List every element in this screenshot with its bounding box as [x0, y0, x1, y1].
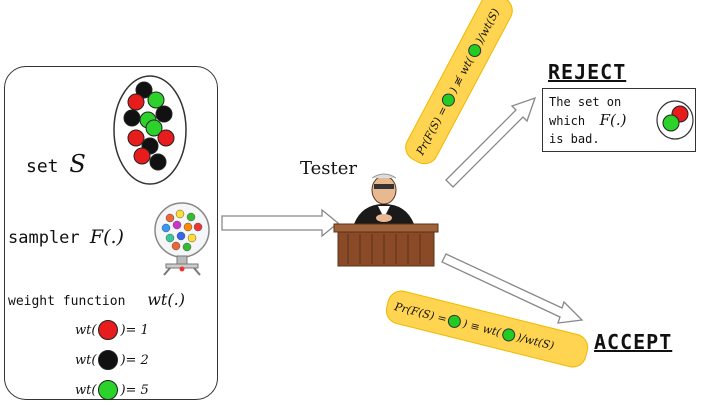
- ball-red: [127, 93, 145, 111]
- accept-heading: ACCEPT: [594, 330, 673, 354]
- set-ellipse: [113, 75, 187, 185]
- ball-black: [149, 153, 167, 171]
- arrow-to-tester: [221, 208, 340, 238]
- weight-function-label: weight function wt(.): [8, 290, 185, 309]
- green-ball-icon: [447, 313, 463, 329]
- ball-red: [133, 147, 151, 165]
- weight-row-black: wt( )= 2: [75, 350, 149, 370]
- ball-red: [127, 129, 145, 147]
- reject-result-text: The set on which F(.) is bad.: [549, 95, 627, 146]
- ball-green: [145, 119, 163, 137]
- ball-black: [155, 105, 173, 123]
- set-symbol: S: [69, 150, 86, 178]
- red-ball-icon: [98, 320, 119, 340]
- sampler-symbol: F(.): [89, 226, 124, 248]
- lottery-machine-icon: [154, 202, 210, 276]
- sampler-label: sampler F(.): [8, 226, 124, 248]
- set-label: set S: [26, 150, 86, 178]
- reject-result-box: The set on which F(.) is bad.: [542, 88, 696, 152]
- tester-label: Tester: [300, 158, 357, 179]
- ball-black: [135, 81, 153, 99]
- arrow-to-reject: [445, 96, 537, 188]
- reject-heading: REJECT: [548, 60, 627, 84]
- weight-row-red: wt( )= 1: [75, 320, 149, 340]
- weight-row-green: wt( )= 5: [75, 380, 149, 400]
- green-ball-icon: [501, 326, 517, 343]
- green-ball-icon: [98, 380, 119, 400]
- black-ball-icon: [98, 350, 119, 370]
- judge-icon: [333, 173, 439, 267]
- arrow-to-accept: [441, 253, 584, 324]
- ball-green: [147, 91, 165, 109]
- weight-symbol: wt(.): [147, 290, 185, 309]
- bad-set-icon: [656, 100, 694, 140]
- ball-red: [157, 129, 175, 147]
